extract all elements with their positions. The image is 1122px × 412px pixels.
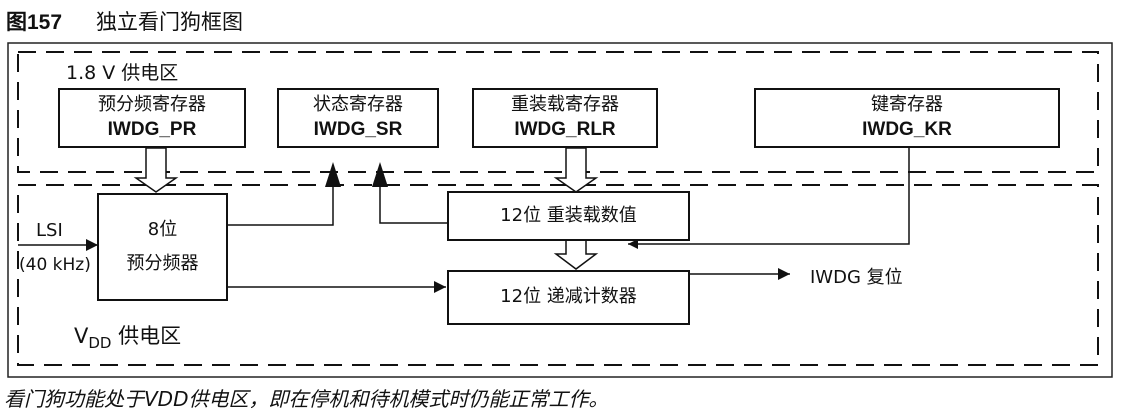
register-kr-label: 键寄存器 bbox=[871, 94, 943, 116]
register-pr: 预分频寄存器 IWDG_PR bbox=[58, 88, 246, 148]
hollow-arrow-pr bbox=[133, 147, 179, 193]
reload-value-block: 12位 重装载数值 bbox=[447, 191, 690, 241]
domain-vdd-frame bbox=[17, 184, 1099, 366]
domain-vdd-label: VDD 供电区 bbox=[70, 320, 186, 353]
register-kr-name: IWDG_KR bbox=[862, 119, 952, 141]
arrowhead-kr-reload bbox=[628, 239, 638, 249]
vdd-prefix: V bbox=[74, 324, 89, 348]
register-kr: 键寄存器 IWDG_KR bbox=[754, 88, 1060, 148]
prescaler-line2: 预分频器 bbox=[126, 253, 199, 274]
prescaler-block: 8位 预分频器 bbox=[97, 193, 228, 301]
arrowhead-sr-right bbox=[372, 162, 388, 187]
domain-18v-frame bbox=[17, 51, 1099, 173]
prescaler-line1: 8位 bbox=[147, 218, 178, 240]
register-sr-label: 状态寄存器 bbox=[313, 94, 403, 116]
figure-name: 独立看门狗框图 bbox=[96, 10, 244, 34]
register-rlr: 重装载寄存器 IWDG_RLR bbox=[472, 88, 658, 148]
figure-caption: 看门狗功能处于VDD供电区，即在停机和待机模式时仍能正常工作。 bbox=[4, 387, 609, 411]
line-prescaler-to-sr bbox=[228, 168, 334, 226]
register-pr-name: IWDG_PR bbox=[107, 119, 197, 141]
iwdg-reset-label: IWDG 复位 bbox=[810, 267, 903, 288]
hollow-arrow-reload bbox=[553, 239, 599, 270]
vdd-suffix: 供电区 bbox=[111, 324, 182, 348]
down-counter-block: 12位 递减计数器 bbox=[447, 270, 690, 325]
vdd-subscript: DD bbox=[88, 334, 112, 353]
register-pr-label: 预分频寄存器 bbox=[98, 94, 206, 116]
outer-frame bbox=[7, 42, 1113, 378]
register-sr: 状态寄存器 IWDG_SR bbox=[277, 88, 439, 148]
line-reload-to-sr bbox=[379, 168, 448, 224]
down-counter-label: 12位 递减计数器 bbox=[500, 286, 637, 308]
reload-value-label: 12位 重装载数值 bbox=[500, 204, 637, 226]
arrowhead-sr-left bbox=[325, 162, 341, 187]
register-rlr-name: IWDG_RLR bbox=[514, 119, 616, 141]
figure-title: 图157 独立看门狗框图 bbox=[6, 6, 243, 36]
figure-number: 图157 bbox=[6, 11, 63, 34]
register-rlr-label: 重装载寄存器 bbox=[511, 94, 619, 116]
lsi-frequency-label: (40 kHz) bbox=[19, 255, 91, 275]
hollow-arrow-rlr bbox=[553, 147, 599, 193]
lsi-label: LSI bbox=[36, 220, 63, 241]
register-sr-name: IWDG_SR bbox=[313, 119, 403, 141]
line-kr-to-reload bbox=[628, 148, 910, 245]
domain-18v-label: 1.8 V 供电区 bbox=[62, 58, 183, 85]
